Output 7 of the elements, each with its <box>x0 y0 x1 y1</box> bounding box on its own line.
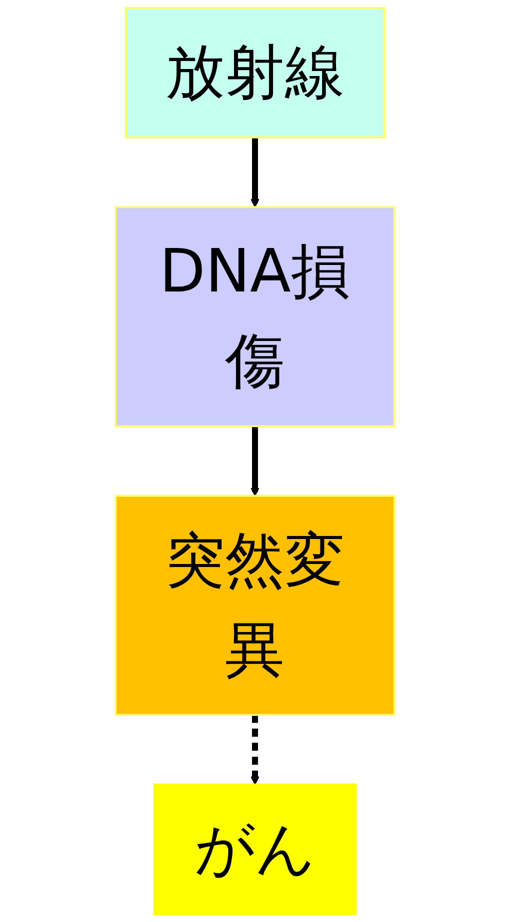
arrow <box>250 426 259 496</box>
node-box: 放射線 <box>124 6 385 138</box>
node-box: DNA損傷 <box>114 206 395 428</box>
arrow <box>250 714 259 785</box>
node-box: 突然変異 <box>114 494 395 716</box>
arrow <box>250 137 259 208</box>
node-box: がん <box>152 784 356 916</box>
